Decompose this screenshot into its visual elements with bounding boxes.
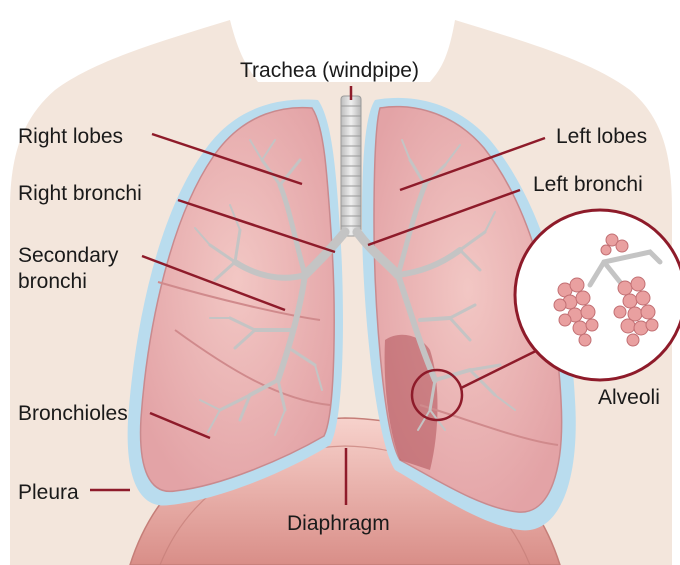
label-right-lobes: Right lobes [18,124,123,150]
label-left-bronchi: Left bronchi [533,172,643,198]
label-right-bronchi: Right bronchi [18,181,142,207]
label-left-lobes: Left lobes [556,124,647,150]
label-diaphragm: Diaphragm [287,511,390,537]
label-trachea: Trachea (windpipe) [240,58,419,84]
label-secondary-bronchi-line1: Secondary [18,243,118,269]
label-bronchioles: Bronchioles [18,401,128,427]
label-secondary-bronchi: Secondary bronchi [18,243,118,295]
label-secondary-bronchi-line2: bronchi [18,269,118,295]
alveoli-magnifier [515,210,680,380]
label-pleura: Pleura [18,480,79,506]
label-alveoli: Alveoli [598,385,660,411]
